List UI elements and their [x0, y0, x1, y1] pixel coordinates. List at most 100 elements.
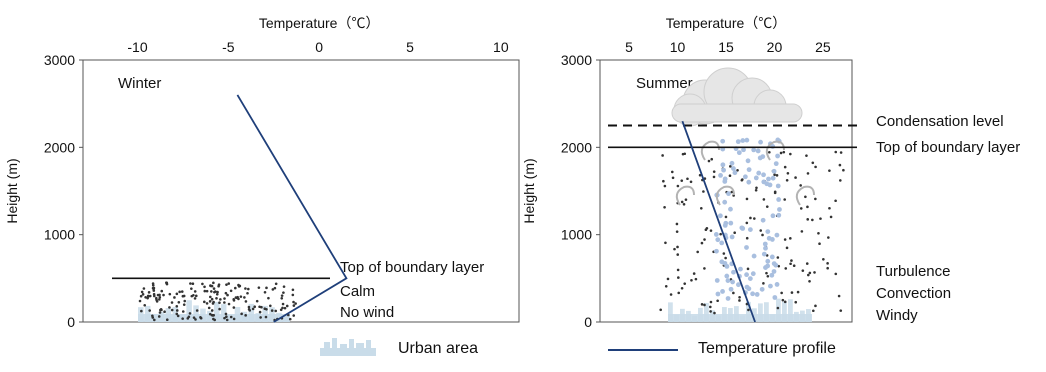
water-droplet	[725, 296, 731, 301]
water-droplet	[729, 234, 735, 240]
aerosol-particle	[703, 303, 706, 307]
water-droplet	[765, 258, 771, 264]
aerosol-particle	[258, 310, 262, 314]
aerosol-particle	[808, 271, 812, 275]
aerosol-particle	[696, 250, 699, 254]
building	[770, 314, 775, 322]
aerosol-particle	[223, 297, 226, 300]
aerosol-particle	[738, 296, 741, 299]
aerosol-particle	[762, 198, 766, 201]
building	[800, 310, 805, 322]
water-droplet	[747, 227, 753, 232]
aerosol-particle	[700, 303, 704, 306]
aerosol-particle	[151, 314, 154, 318]
aerosol-particle	[716, 299, 719, 303]
aerosol-particle	[182, 303, 186, 306]
water-droplet	[722, 199, 728, 205]
building	[165, 308, 172, 322]
water-droplet	[728, 286, 734, 292]
building	[746, 301, 751, 322]
convection-swirl	[700, 140, 720, 161]
building	[200, 308, 206, 322]
aerosol-particle	[749, 216, 752, 220]
aerosol-particle	[671, 176, 675, 180]
x-tick-label: 5	[406, 39, 414, 55]
aerosol-particle	[806, 273, 810, 277]
aerosol-particle	[814, 197, 817, 201]
building	[704, 302, 709, 322]
aerosol-particle	[811, 161, 815, 165]
y-tick-label: 2000	[561, 139, 592, 155]
aerosol-particle	[700, 241, 704, 245]
building	[764, 302, 769, 322]
aerosol-particle	[759, 229, 763, 232]
aerosol-particle	[689, 180, 693, 184]
building	[776, 298, 781, 322]
aerosol-particle	[702, 190, 705, 193]
water-droplet	[747, 276, 753, 281]
aerosol-particle	[669, 293, 673, 296]
aerosol-particle	[158, 296, 162, 299]
aerosol-particle	[690, 279, 693, 282]
aerosol-particle	[182, 294, 186, 298]
water-droplet	[770, 213, 776, 219]
aerosol-particle	[192, 294, 195, 297]
water-droplet	[759, 286, 765, 292]
aerosol-particle	[811, 218, 814, 222]
aerosol-particle	[244, 287, 247, 290]
aerosol-particle	[191, 282, 195, 286]
aerosol-particle	[291, 293, 295, 297]
water-droplet	[728, 220, 734, 226]
profile-line-icon	[608, 349, 678, 351]
x-tick-label: 15	[718, 39, 734, 55]
aerosol-particle	[719, 232, 722, 236]
aerosol-particle	[264, 315, 268, 319]
aerosol-particle	[212, 281, 215, 285]
water-droplet	[724, 273, 730, 279]
aerosol-particle	[676, 253, 680, 256]
water-droplet	[728, 206, 733, 212]
aerosol-particle	[203, 300, 206, 304]
water-droplet	[720, 138, 726, 144]
aerosol-particle	[213, 318, 217, 322]
aerosol-particle	[244, 314, 247, 317]
panel-title: Winter	[118, 75, 161, 92]
aerosol-particle	[817, 232, 820, 235]
aerosol-particle	[699, 206, 703, 210]
legend-profile-label: Temperature profile	[698, 340, 836, 357]
aerosol-particle	[225, 315, 228, 319]
aerosol-particle	[785, 246, 789, 250]
water-droplet	[767, 182, 773, 188]
water-droplet	[775, 183, 781, 189]
water-droplet	[770, 175, 776, 181]
aerosol-particle	[708, 305, 712, 309]
aerosol-particle	[796, 290, 800, 294]
aerosol-particle	[829, 215, 833, 219]
temperature-profile-line	[681, 120, 756, 323]
annotation-no-wind: No wind	[340, 304, 394, 321]
annotation-top-of-boundary-layer: Top of boundary layer	[876, 139, 1020, 156]
aerosol-particle	[159, 308, 163, 311]
building	[234, 307, 241, 322]
convection-swirl	[765, 140, 785, 161]
aerosol-particle	[804, 195, 807, 199]
annotation-calm: Calm	[340, 283, 375, 300]
aerosol-particle	[834, 272, 838, 276]
aerosol-particle	[140, 290, 144, 294]
water-droplet	[774, 232, 780, 238]
water-droplet	[744, 137, 750, 143]
water-droplet	[744, 272, 749, 278]
aerosol-particle	[785, 178, 789, 182]
aerosol-particle	[165, 281, 169, 285]
water-droplet	[741, 147, 746, 153]
water-droplet	[729, 160, 735, 166]
aerosol-particle	[703, 267, 706, 270]
aerosol-particle	[175, 292, 179, 296]
water-droplet	[765, 229, 771, 235]
convection-swirl	[715, 185, 735, 206]
aerosol-particle	[292, 314, 296, 317]
aerosol-particle	[790, 259, 793, 262]
aerosol-particle	[239, 295, 243, 298]
aerosol-particle	[247, 305, 251, 309]
aerosol-particle	[173, 296, 176, 299]
